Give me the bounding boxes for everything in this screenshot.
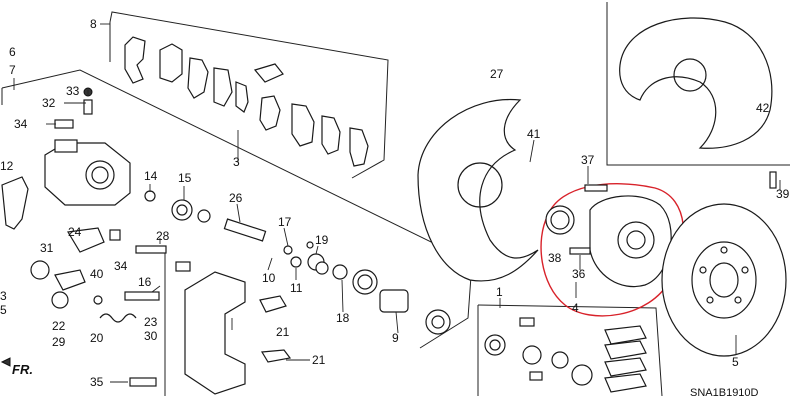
callout-37: 37: [581, 153, 595, 167]
backing-plate: [417, 98, 539, 282]
callout-31: 31: [40, 241, 54, 255]
catalog-code: SNA1B1910D: [690, 387, 759, 399]
leader-lines: [13, 23, 781, 383]
callout-21-bottom: 21: [312, 353, 326, 367]
callout-9: 9: [392, 331, 399, 345]
callout-6: 6: [9, 45, 16, 59]
callout-26: 26: [229, 191, 243, 205]
caliper-bracket-12: [1, 176, 29, 230]
hub-bearing-assembly: [545, 184, 672, 288]
piston-seal-row: [171, 199, 451, 335]
callout-34-mid: 34: [114, 259, 128, 273]
callout-15: 15: [178, 171, 192, 185]
callout-23: 23: [144, 315, 158, 329]
callout-5: 5: [732, 355, 739, 369]
callout-7: 7: [9, 63, 16, 77]
brake-caliper: [44, 139, 131, 206]
callout-19: 19: [315, 233, 329, 247]
callout-5-left: 5: [0, 303, 7, 317]
callout-20: 20: [90, 331, 104, 345]
callout-10: 10: [262, 271, 276, 285]
callout-22: 22: [52, 319, 66, 333]
callout-28: 28: [156, 229, 170, 243]
brake-disc: [661, 171, 787, 357]
callout-12: 12: [0, 159, 14, 173]
callout-3: 3: [233, 155, 240, 169]
parking-brake-lever: [54, 227, 105, 291]
callout-14: 14: [144, 169, 158, 183]
callout-34-top: 34: [14, 117, 28, 131]
brake-pad-shims: [124, 36, 369, 167]
pad-kit-box: [477, 304, 663, 397]
direction-mark: FR.: [0, 357, 33, 377]
callout-labels: 8 6 7 33 32 34 3 12 14 15 26 17 19 24 31…: [0, 17, 790, 389]
pad-set-box: [109, 11, 389, 179]
callout-35: 35: [90, 375, 104, 389]
callout-4: 4: [572, 301, 579, 315]
callout-38: 38: [548, 251, 562, 265]
callout-17: 17: [278, 215, 292, 229]
callout-39: 39: [776, 187, 790, 201]
callout-32: 32: [42, 96, 56, 110]
callout-30: 30: [144, 329, 158, 343]
callout-24: 24: [68, 225, 82, 239]
callout-8: 8: [90, 17, 97, 31]
callout-1: 1: [496, 285, 503, 299]
callout-29: 29: [52, 335, 66, 349]
callout-3-left: 3: [0, 289, 7, 303]
callout-42: 42: [756, 101, 770, 115]
dust-shield: [619, 17, 773, 149]
direction-mark-text: FR.: [12, 362, 33, 377]
callout-16: 16: [138, 275, 152, 289]
callout-27: 27: [490, 67, 504, 81]
callout-40: 40: [90, 267, 104, 281]
callout-36: 36: [572, 267, 586, 281]
pad-kit: [484, 317, 647, 393]
callout-21-top: 21: [276, 325, 290, 339]
caliper-bracket: [184, 271, 292, 395]
callout-11: 11: [290, 281, 303, 295]
callout-33: 33: [66, 84, 80, 98]
fasteners-left: [30, 87, 329, 387]
callout-18: 18: [336, 311, 350, 325]
callout-41: 41: [527, 127, 541, 141]
dust-shield-box: [606, 2, 790, 166]
